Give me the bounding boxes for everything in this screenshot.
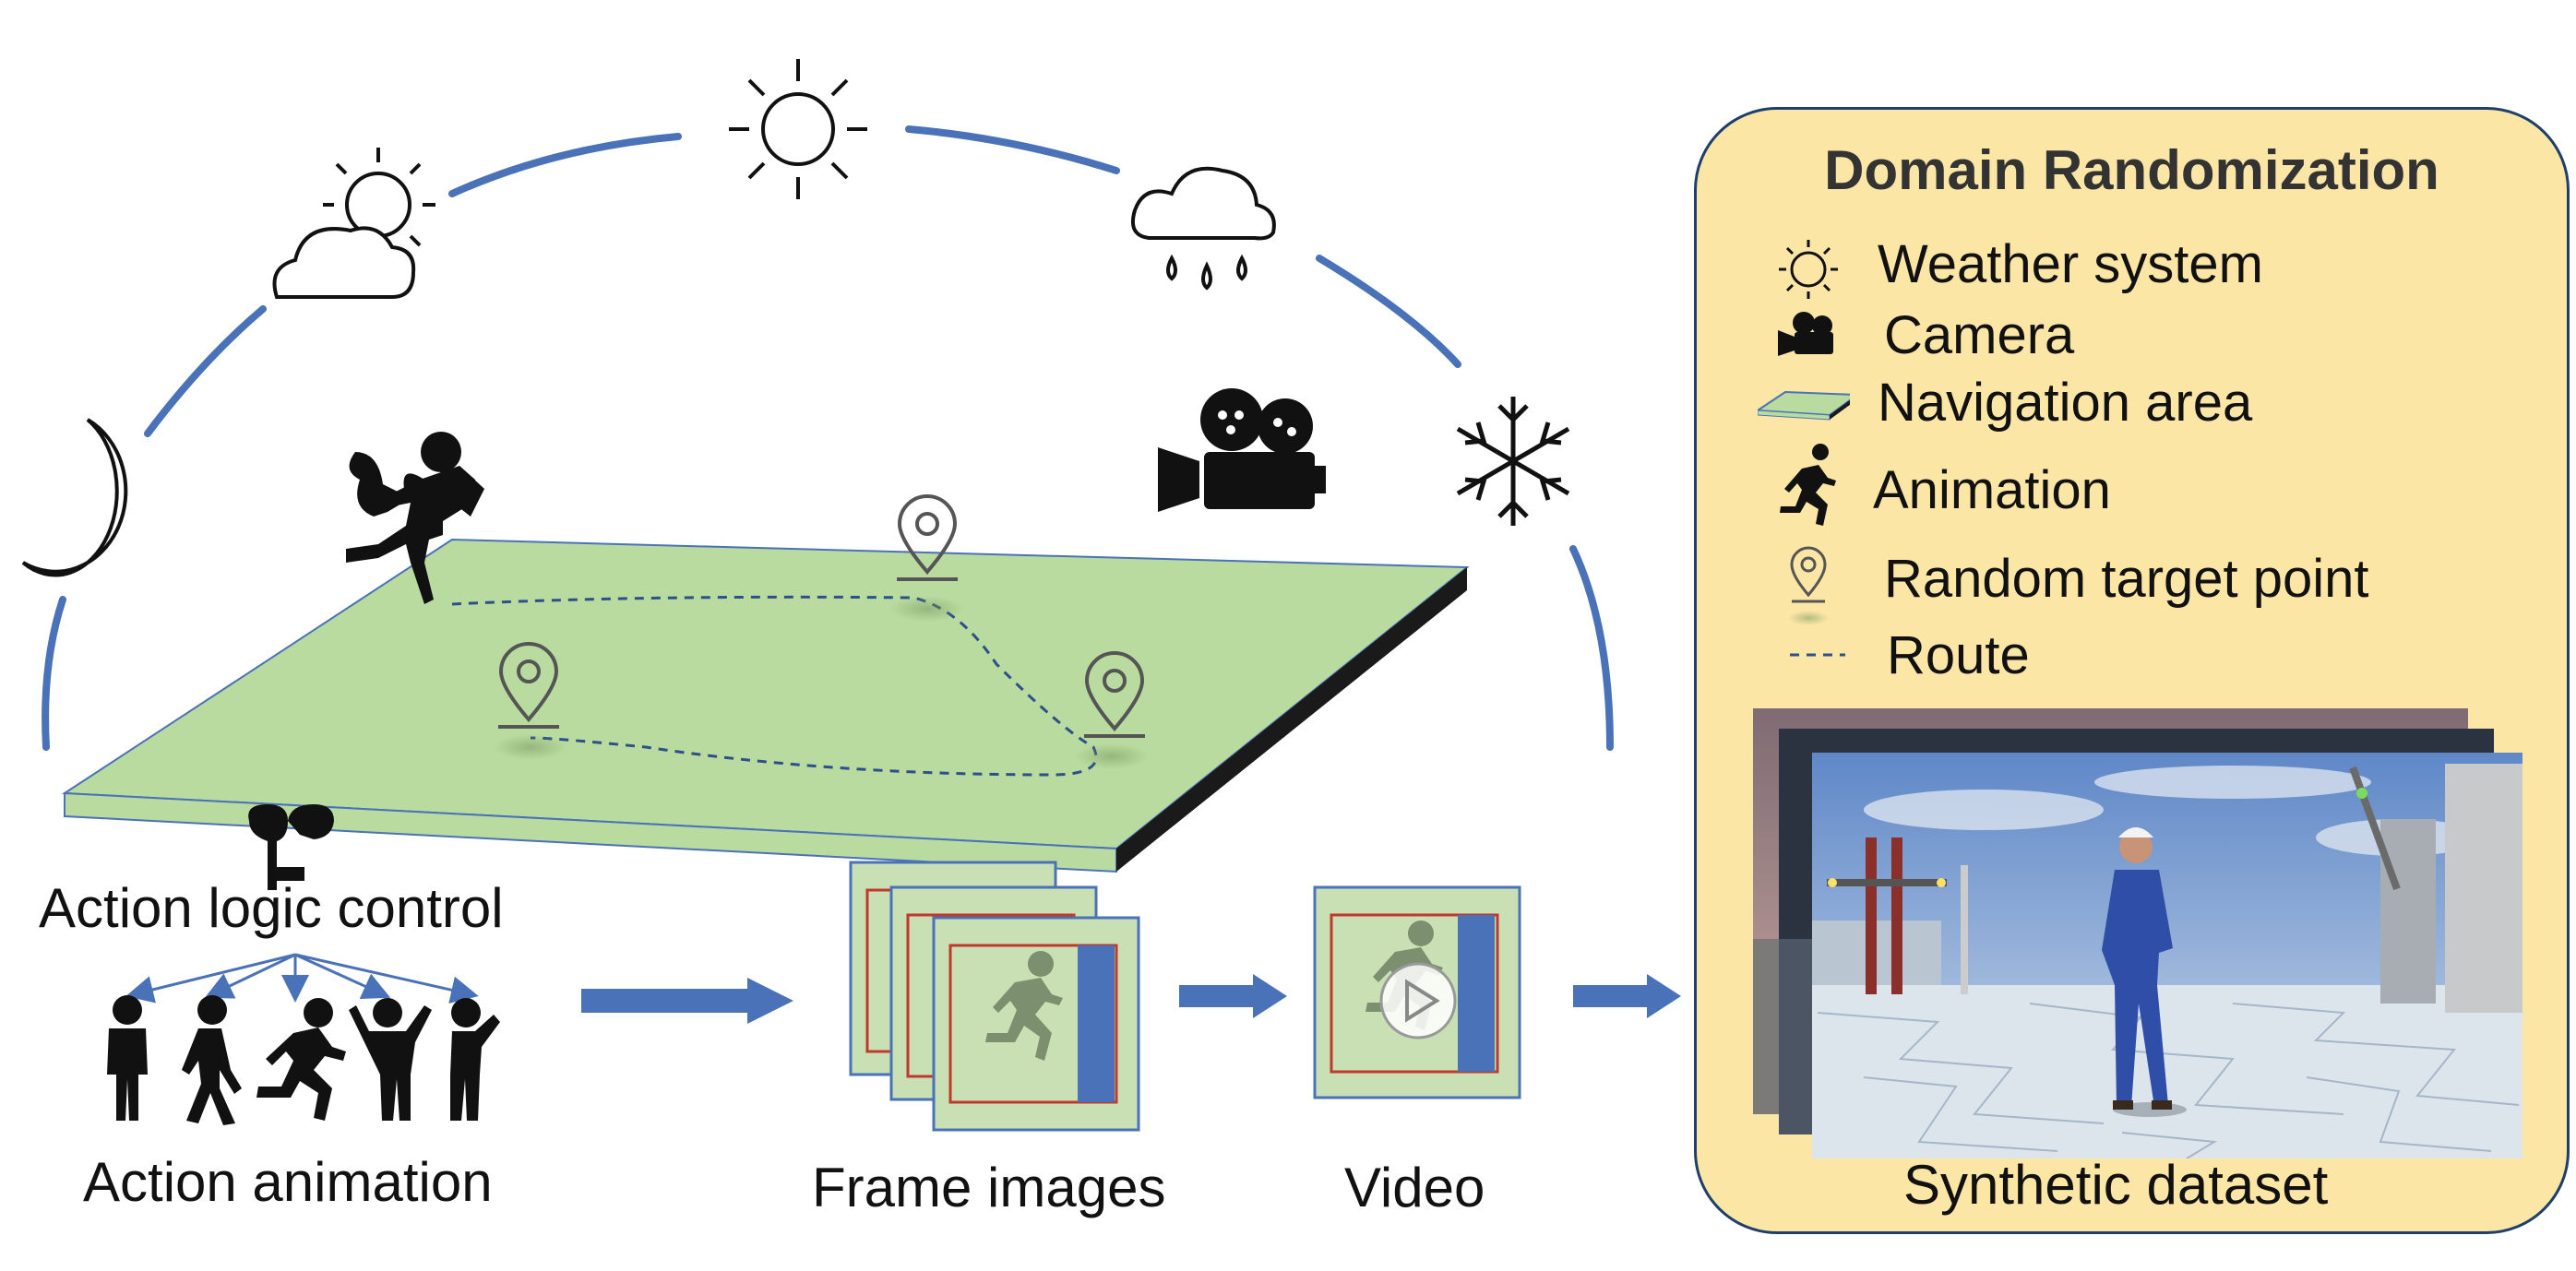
synthetic-dataset-label: Synthetic dataset xyxy=(1903,1154,2329,1216)
wind-up-key-icon xyxy=(248,804,334,890)
legend-animation-label: Animation xyxy=(1873,460,2111,520)
animation-branch-arrows xyxy=(125,953,479,1004)
play-icon xyxy=(1379,962,1457,1039)
camera-icon xyxy=(1778,312,1833,356)
synthetic-dataset-images xyxy=(1753,708,2522,1158)
weather-arc xyxy=(42,125,1614,751)
legend-target-label: Random target point xyxy=(1884,549,2369,609)
flow-arrow xyxy=(581,978,793,1024)
sun-icon xyxy=(729,59,867,199)
map-pin-icon xyxy=(1790,546,1827,603)
standing-person-icon xyxy=(107,995,148,1121)
action-logic-control-label: Action logic control xyxy=(39,877,504,939)
walking-person-icon xyxy=(182,995,242,1125)
video-thumbnail xyxy=(1313,885,1521,1099)
running-person-icon xyxy=(256,998,346,1121)
sun-icon xyxy=(1779,240,1838,299)
moon-icon xyxy=(21,418,128,577)
map-pin-icon xyxy=(897,494,958,581)
legend-weather-label: Weather system xyxy=(1878,234,2263,294)
legend-icons xyxy=(1758,240,1850,657)
pointing-person-icon xyxy=(450,998,500,1121)
snowflake-icon xyxy=(1456,397,1570,526)
map-pin-icon xyxy=(1084,651,1145,738)
rain-cloud-icon xyxy=(1130,166,1276,291)
frame-images-stack xyxy=(849,861,1140,1132)
flow-arrow xyxy=(1573,974,1681,1018)
panel-title: Domain Randomization xyxy=(1824,139,2439,201)
movie-camera-icon xyxy=(1158,388,1326,512)
cheering-person-icon xyxy=(349,998,432,1121)
map-pin-icon xyxy=(498,642,559,729)
wind-up-runner-icon xyxy=(346,432,484,604)
worker-figure xyxy=(2102,827,2187,1117)
flow-arrow xyxy=(1179,974,1287,1018)
video-label: Video xyxy=(1344,1157,1485,1218)
legend-navigation-label: Navigation area xyxy=(1878,373,2253,433)
sun-cloud-icon xyxy=(272,148,435,299)
route-path xyxy=(451,595,1098,777)
legend-camera-label: Camera xyxy=(1884,305,2075,365)
navigation-area-icon xyxy=(1758,390,1850,421)
running-person-icon xyxy=(1780,444,1836,526)
legend-route-label: Route xyxy=(1887,625,2030,685)
action-animation-label: Action animation xyxy=(83,1151,493,1213)
frame-images-label: Frame images xyxy=(812,1157,1166,1218)
